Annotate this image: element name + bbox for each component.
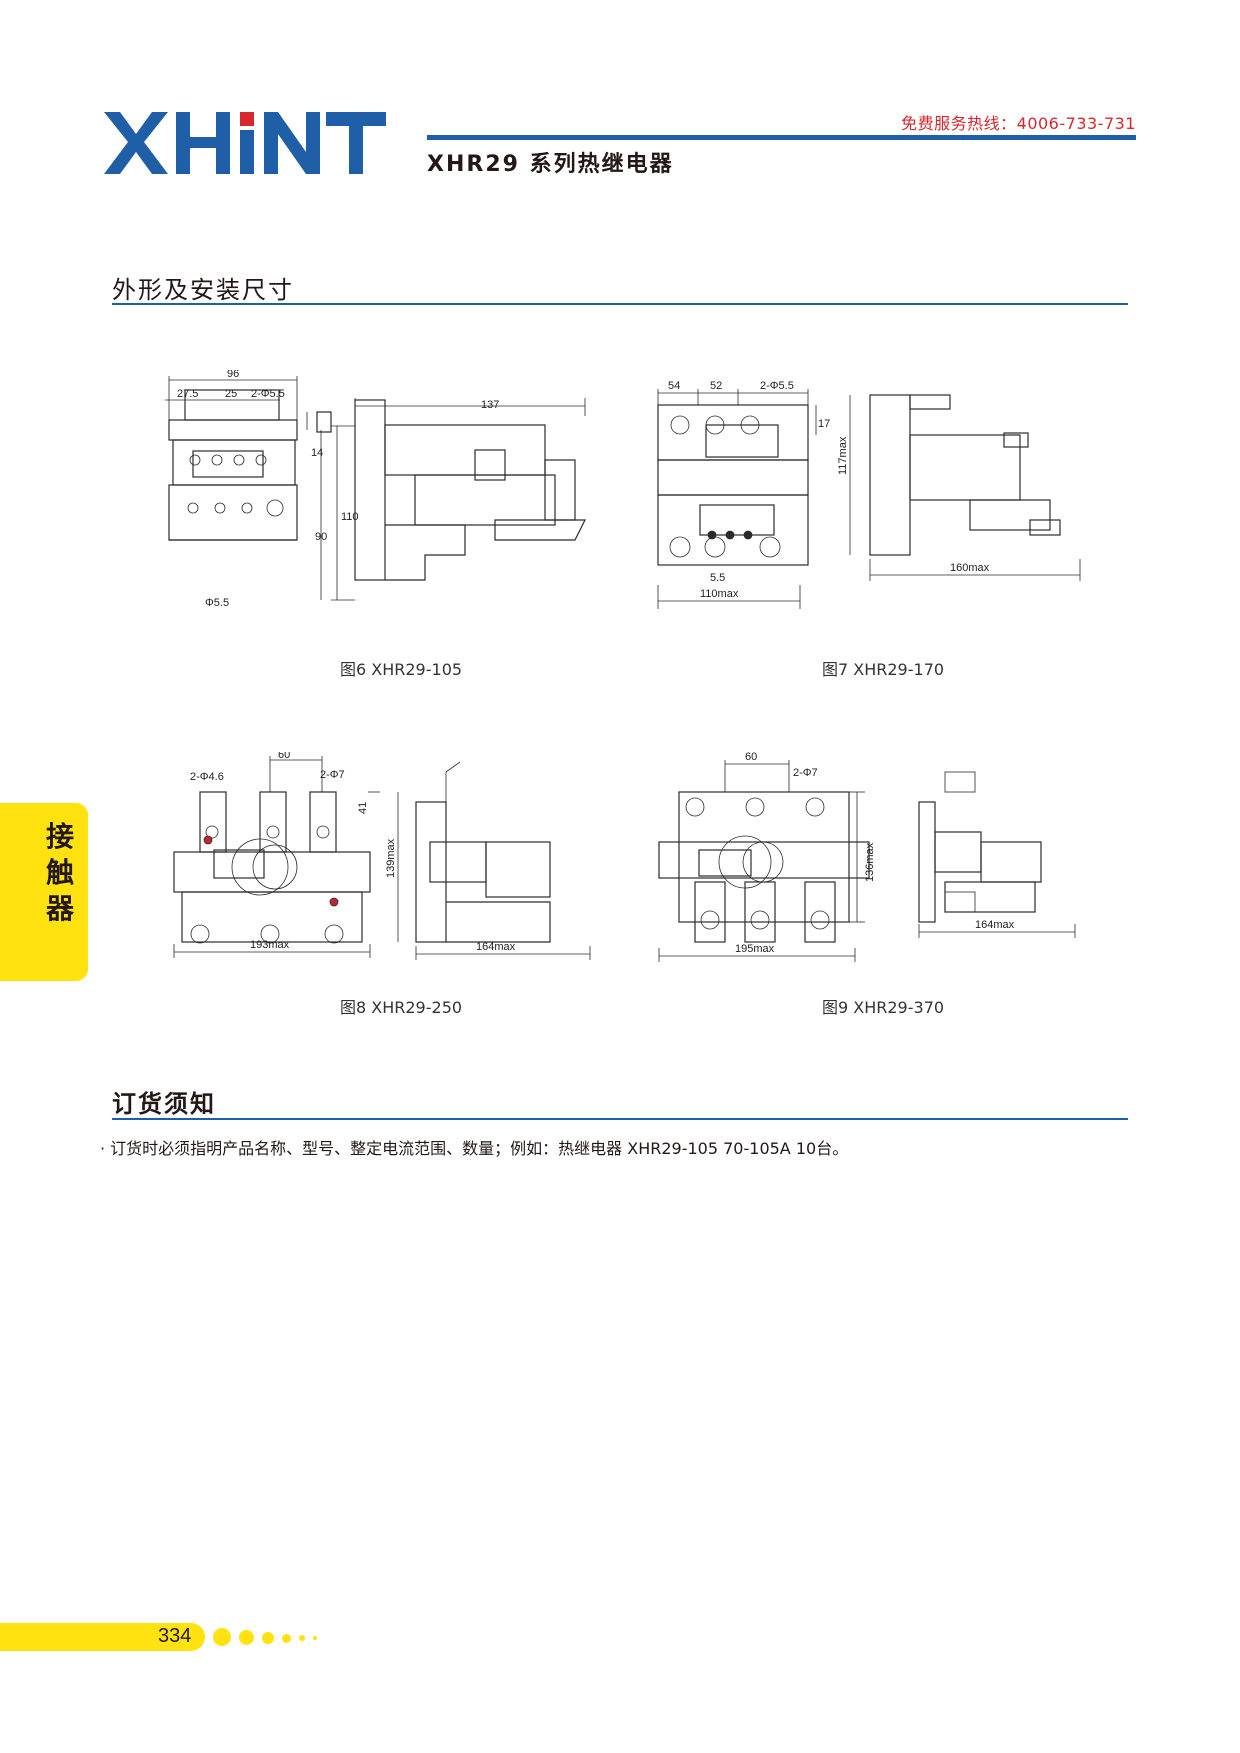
page-number: 334	[158, 1625, 192, 1647]
fig8-dim: 193max	[250, 939, 290, 951]
fig7-dim: 110max	[700, 588, 739, 600]
header-bar	[427, 135, 1136, 140]
fig7-dim: 17	[818, 418, 830, 430]
fig8-dim: 2-Φ4.6	[190, 771, 224, 783]
section-rule	[112, 1118, 1128, 1120]
fig8-dim: 41	[357, 802, 369, 814]
fig9-dim: 164max	[975, 919, 1015, 931]
fig7-dim: 160max	[950, 562, 990, 574]
figure-8-drawing: 60 2-Φ4.6 2-Φ7 41 139max 193max 164max	[173, 752, 591, 960]
fig6-dim: Φ5.5	[205, 597, 229, 609]
figure-8-caption: 图8 XHR29-250	[340, 998, 463, 1017]
fig7-dim: 54	[668, 380, 680, 392]
figure-6-drawing: 96 27.5 25 2-Φ5.5 14 90 Φ5.5 137 110	[165, 370, 586, 609]
side-tab-category: 接触器	[0, 803, 88, 981]
fig6-dim: 96	[227, 370, 239, 380]
ordering-notice: · 订货时必须指明产品名称、型号、整定电流范围、数量；例如：热继电器 XHR29…	[100, 1139, 849, 1158]
fig8-dim: 2-Φ7	[320, 769, 345, 781]
fig8-dim: 164max	[476, 941, 516, 953]
service-hotline: 免费服务热线：4006-733-731	[901, 114, 1136, 133]
figure-7-drawing: 54 52 2-Φ5.5 17 117max 5.5 110max 160max	[657, 380, 1081, 609]
figure-6-caption: 图6 XHR29-105	[340, 660, 463, 679]
fig6-dim: 110	[341, 511, 359, 523]
fig7-dim: 52	[710, 380, 722, 392]
section-rule	[112, 303, 1128, 305]
fig6-dim: 27.5	[177, 388, 198, 400]
xhnt-logo	[104, 112, 386, 174]
fig6-dim: 25	[225, 388, 237, 400]
fig8-dim: 139max	[385, 838, 397, 878]
fig6-dim: 14	[311, 447, 323, 459]
fig7-dim: 117max	[837, 436, 849, 475]
fig9-dim: 60	[745, 752, 757, 763]
figure-9-drawing: 60 2-Φ7 136max 195max 164max	[658, 752, 1076, 962]
fig7-dim: 2-Φ5.5	[760, 380, 794, 392]
fig7-dim: 5.5	[710, 572, 725, 584]
fig8-dim: 60	[278, 752, 290, 761]
side-tab-label: 接触器	[46, 820, 75, 925]
fig9-dim: 136max	[864, 842, 876, 882]
figure-7-caption: 图7 XHR29-170	[822, 660, 945, 679]
section-title-ordering: 订货须知	[112, 1090, 216, 1118]
fig9-dim: 195max	[735, 943, 775, 955]
fig6-dim: 90	[315, 531, 327, 543]
section-title-dimensions: 外形及安装尺寸	[112, 276, 294, 304]
fig6-dim: 137	[481, 399, 499, 411]
fig9-dim: 2-Φ7	[793, 767, 818, 779]
document-title: XHR29 系列热继电器	[427, 152, 674, 177]
page-number-bar	[0, 1623, 205, 1651]
figure-9-caption: 图9 XHR29-370	[822, 998, 945, 1017]
fig6-dim: 2-Φ5.5	[251, 388, 285, 400]
